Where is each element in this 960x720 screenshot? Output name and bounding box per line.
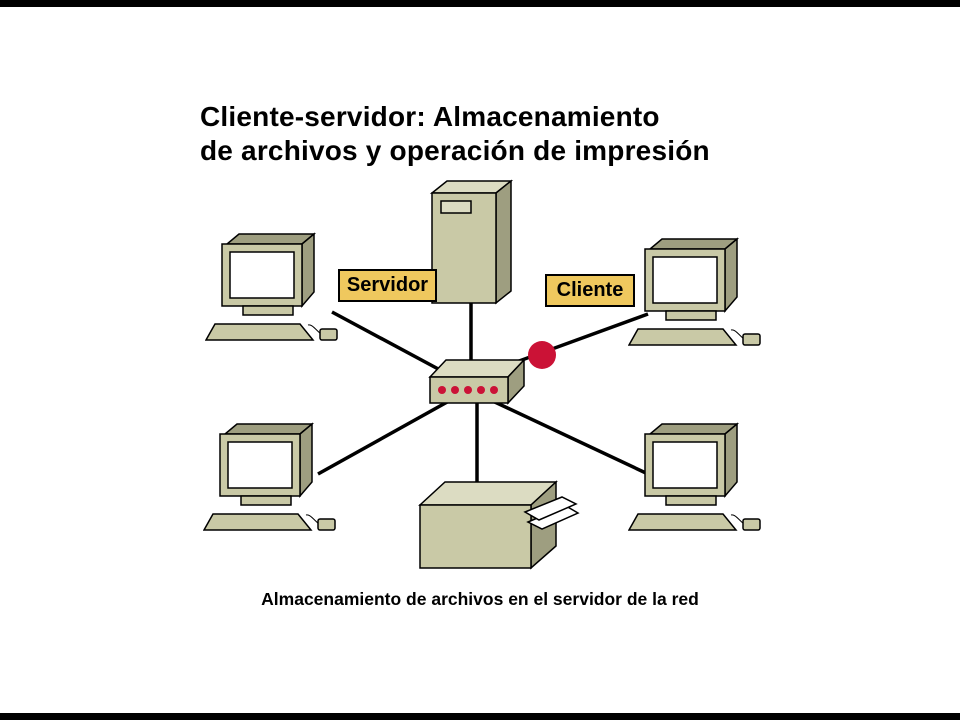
server-label: Servidor	[338, 269, 437, 302]
hub-leds	[438, 386, 498, 394]
link-hub-client-bottom-right	[481, 394, 649, 476]
hub-switch	[428, 358, 526, 405]
client-computer-bottom-left	[203, 423, 336, 531]
client-computer-top-left	[205, 233, 338, 341]
server-drive-slot	[440, 200, 472, 214]
link-hub-client-bottom-left	[317, 394, 459, 476]
slide-title: Cliente-servidor: Almacenamiento de arch…	[200, 101, 710, 166]
printer	[418, 480, 580, 570]
client-computer-bottom-right	[628, 423, 761, 531]
caption: Almacenamiento de archivos en el servido…	[261, 589, 699, 609]
red-marker-dot	[528, 341, 556, 369]
bottom-border	[0, 713, 960, 720]
server-tower	[429, 179, 514, 305]
client-label: Cliente	[545, 274, 635, 307]
link-hub-client-top-left	[331, 310, 456, 380]
top-border	[0, 0, 960, 7]
printer-paper-tray	[523, 496, 580, 530]
client-computer-top-right	[628, 238, 761, 346]
